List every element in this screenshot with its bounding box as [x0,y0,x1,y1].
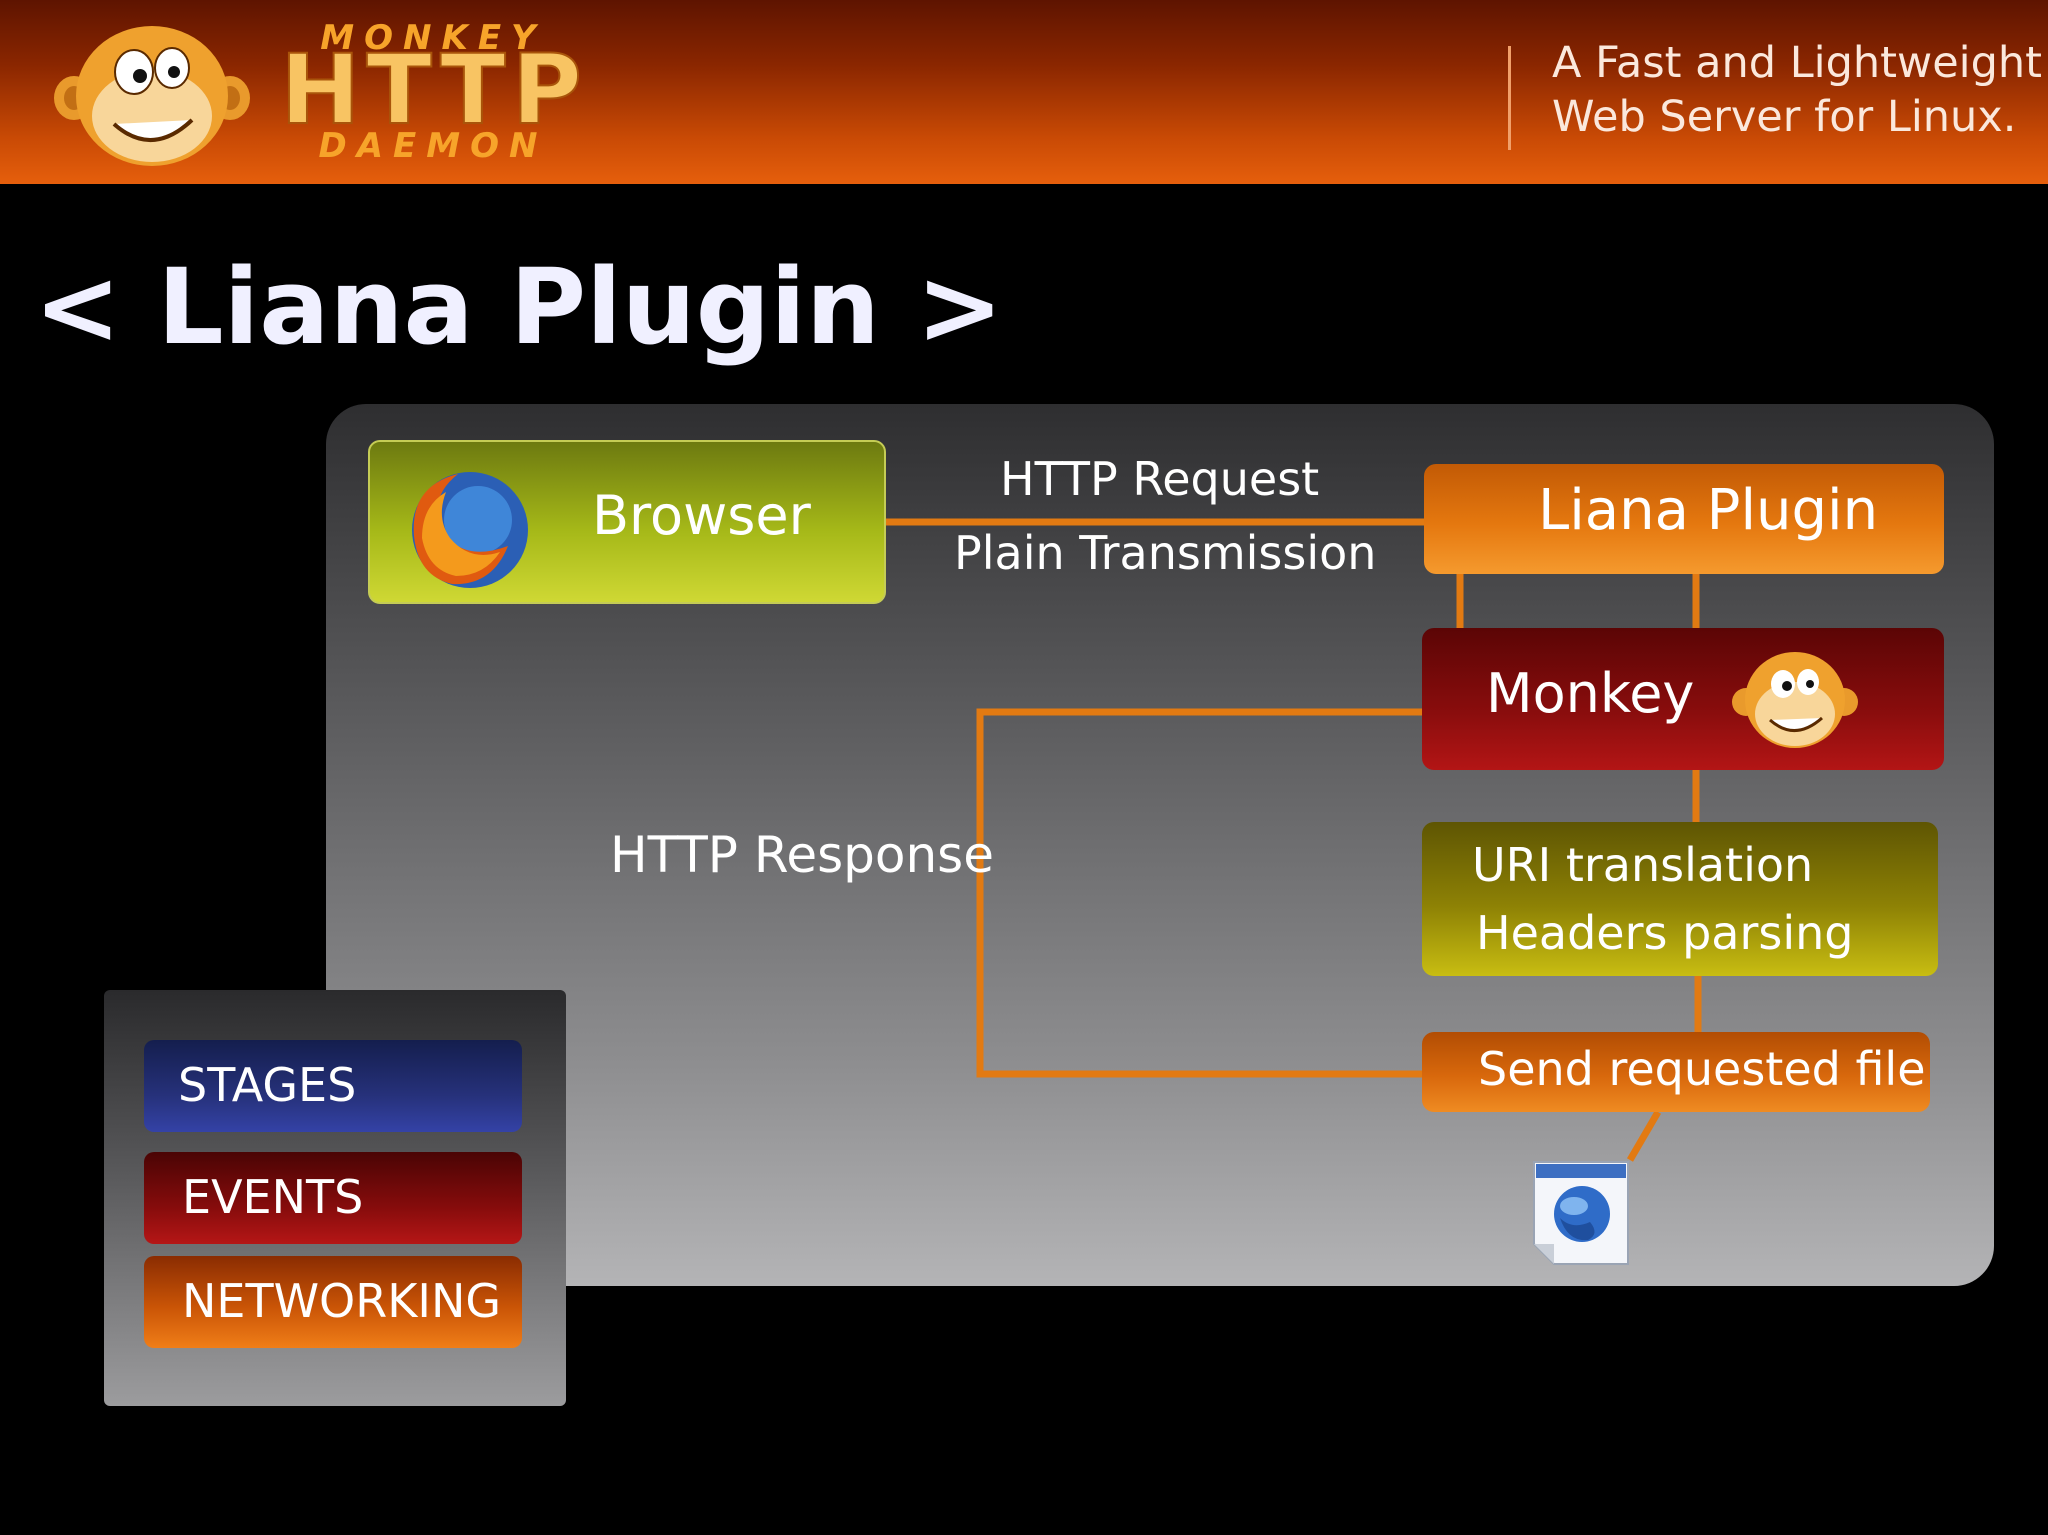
logo-top-text: MONKEY [320,18,546,58]
banner-separator [1508,46,1511,150]
logo-bottom-text: DAEMON [318,126,548,166]
liana-plugin-label: Liana Plugin [1538,478,1879,543]
logo-mid-text: HTTP [274,41,594,139]
send-requested-file-label: Send requested file [1478,1042,1926,1096]
firefox-icon [412,472,528,588]
uri-headers-box [1422,822,1938,976]
headers-parsing-label: Headers parsing [1476,906,1854,960]
http-response-label: HTTP Response [610,826,994,884]
uri-translation-label: URI translation [1472,838,1814,892]
legend-events-label: EVENTS [182,1170,364,1224]
header-banner: MONKEY HTTP DAEMON A Fast and Lightweigh… [0,0,2048,184]
monkey-label: Monkey [1486,662,1695,725]
legend-item-events: EVENTS [144,1152,522,1244]
legend-item-stages: STAGES [144,1040,522,1132]
browser-label: Browser [592,484,811,547]
monkey-http-daemon-logo: MONKEY HTTP DAEMON [268,18,598,168]
plain-transmission-label: Plain Transmission [954,526,1377,580]
web-file-icon [1533,1161,1629,1265]
legend-item-networking: NETWORKING [144,1256,522,1348]
liana-plugin-box [1424,464,1944,574]
tagline: A Fast and Lightweight Web Server for Li… [1552,36,2043,144]
page-title: < Liana Plugin > [34,246,1004,368]
wire-send-file [1626,1110,1662,1162]
send-file-box [1422,1032,1930,1112]
monkey-logo-icon [54,26,250,166]
wire-response-loop [976,708,1422,1078]
legend-networking-label: NETWORKING [182,1274,502,1328]
monkey-face-icon [1732,652,1858,748]
http-request-label: HTTP Request [1000,452,1320,506]
legend-stages-label: STAGES [178,1058,357,1112]
tagline-line-1: A Fast and Lightweight [1552,38,2043,88]
tagline-line-2: Web Server for Linux. [1552,92,2017,142]
